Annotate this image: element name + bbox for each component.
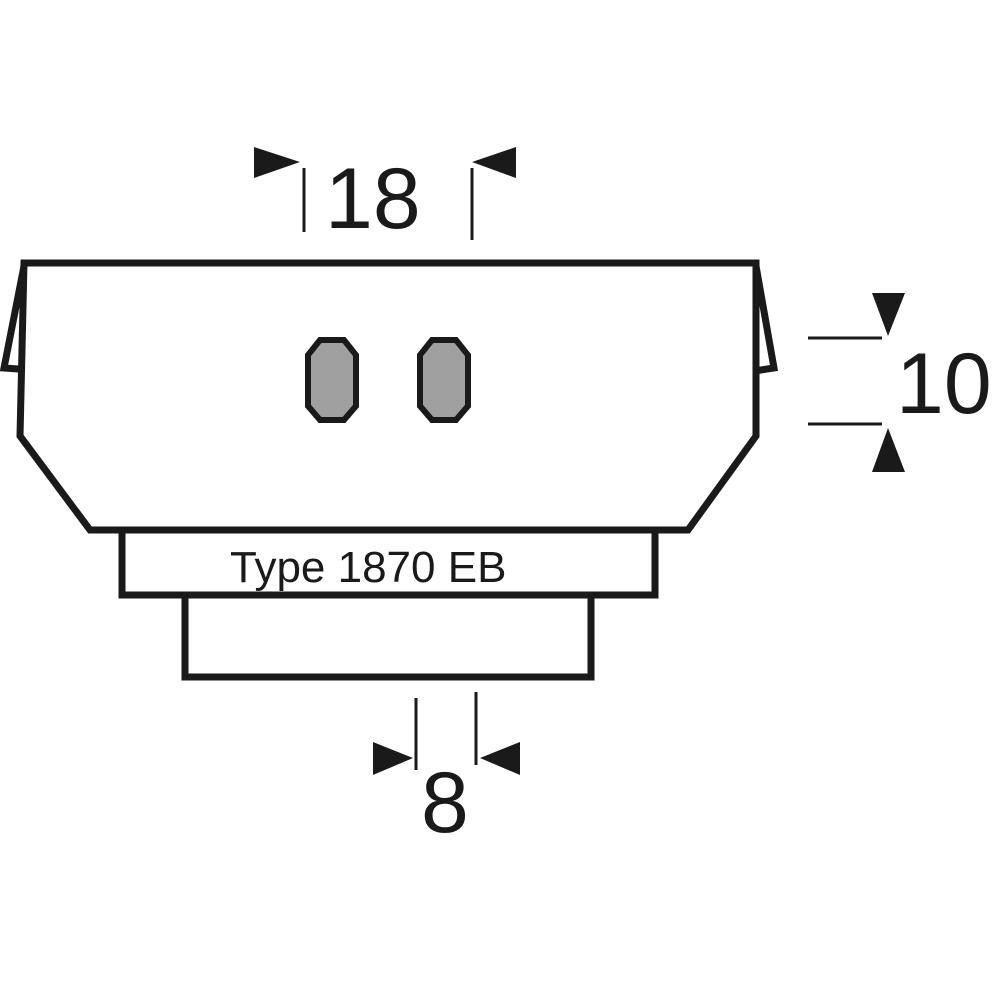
connector-housing <box>16 259 760 534</box>
connector-base <box>181 591 595 681</box>
dimension-bottom: 8 <box>373 692 520 851</box>
dimension-top: 18 <box>254 147 516 247</box>
contact-slot-right <box>417 337 471 423</box>
dimension-bottom-arrow-right <box>480 742 520 775</box>
type-label: Type 1870 EB <box>230 543 506 592</box>
dimension-bottom-value: 8 <box>421 755 469 851</box>
dimension-bottom-arrow-left <box>373 742 413 775</box>
dimension-top-arrow-left <box>254 147 300 178</box>
dimension-side: 10 <box>808 293 992 472</box>
dimension-side-value: 10 <box>896 336 992 432</box>
dimension-top-arrow-right <box>472 147 516 178</box>
dimension-side-arrow-bottom <box>872 428 905 472</box>
dimension-top-value: 18 <box>325 151 421 247</box>
dimension-side-arrow-top <box>872 293 905 336</box>
label-plate <box>118 526 659 599</box>
contact-slot-left <box>305 337 359 423</box>
